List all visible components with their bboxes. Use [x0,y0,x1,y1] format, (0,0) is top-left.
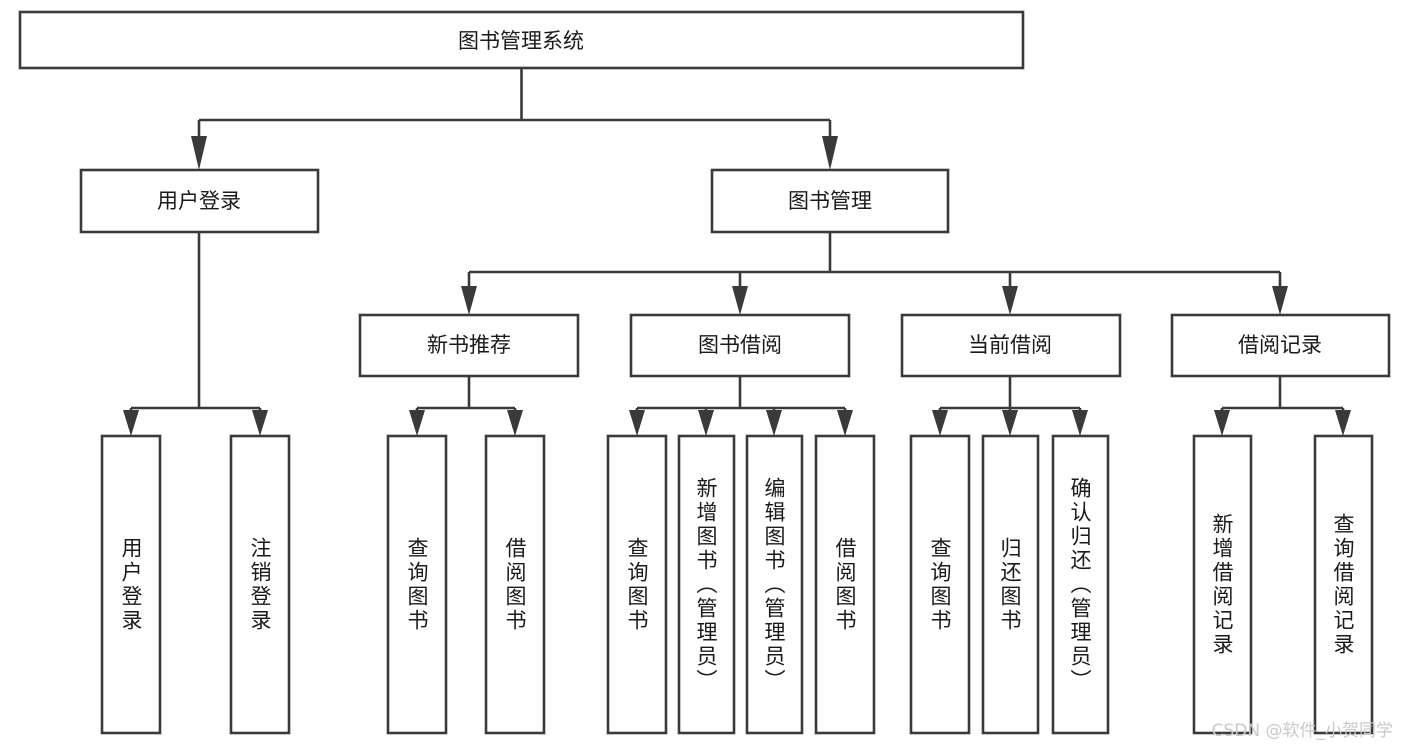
arrowhead-bb-leaf-3 [766,410,782,436]
node-book-manage-box[interactable] [710,168,950,234]
leaf-node[interactable]: 查询图书 [909,434,971,735]
leaf-user-login-label: 用户登录 [119,537,143,633]
arrowhead-user-login [191,136,207,170]
arrowhead-bb-leaf-2 [698,410,714,436]
arrowhead-nbr-leaf-1 [409,410,425,436]
arrowhead-bb-leaf-4 [837,410,853,436]
node-user-login-box[interactable] [79,168,320,234]
leaf-cb-query-book-box[interactable] [909,434,971,735]
node-current-borrow-box[interactable] [900,313,1122,378]
leaf-cb-confirm-return-label: 确认归还（管理员） [1068,477,1092,693]
arrowhead-br-leaf-2 [1335,410,1351,436]
node-new-book-recommend-box[interactable] [358,313,580,378]
node-root-label: 图书管理系统 [458,29,584,53]
arrowhead-cb-leaf-2 [1002,410,1018,436]
arrowhead-br-leaf-1 [1214,410,1230,436]
leaf-bb-edit-book-label: 编辑图书（管理员） [762,477,786,693]
leaf-node[interactable]: 借阅图书 [814,434,876,735]
arrowhead-leaf-logout [252,410,268,436]
leaf-bb-query-book-box[interactable] [606,434,668,735]
leaf-nbr-query-book-box[interactable] [386,434,448,735]
leaf-bb-borrow-book-label: 借阅图书 [833,537,857,633]
leaf-br-add-record-box[interactable] [1192,434,1253,735]
leaf-node[interactable]: 确认归还（管理员） [1051,434,1110,735]
leaf-br-query-record-label: 查询借阅记录 [1331,513,1355,657]
leaf-logout-label: 注销登录 [248,537,272,633]
leaf-node[interactable]: 借阅图书 [484,434,546,735]
leaf-node[interactable]: 注销登录 [229,434,291,735]
leaf-node[interactable]: 用户登录 [100,434,162,735]
arrowhead-cb-leaf-1 [932,410,948,436]
leaf-node[interactable]: 新增图书（管理员） [677,434,736,735]
node-book-manage-label: 图书管理 [788,189,872,213]
leaf-bb-add-book-box[interactable] [677,434,736,735]
node-borrow-record-box[interactable] [1170,313,1391,378]
leaf-user-login-box[interactable] [100,434,162,735]
leaf-node[interactable]: 查询借阅记录 [1313,434,1374,735]
leaf-nbr-borrow-book-label: 借阅图书 [503,537,527,633]
node-borrow-record-label: 借阅记录 [1238,333,1322,357]
leaf-node[interactable]: 查询图书 [386,434,448,735]
node-book-borrow-box[interactable] [629,313,851,378]
node-user-login-label: 用户登录 [157,189,241,213]
node-current-borrow-label: 当前借阅 [968,333,1052,357]
leaf-node[interactable]: 新增借阅记录 [1192,434,1253,735]
leaf-bb-add-book-label: 新增图书（管理员） [694,477,718,693]
node-book-borrow[interactable]: 图书借阅 [629,313,851,378]
leaf-cb-confirm-return-box[interactable] [1051,434,1110,735]
leaf-bb-query-book-label: 查询图书 [625,537,649,633]
leaf-node[interactable]: 查询图书 [606,434,668,735]
node-root-box[interactable] [18,10,1025,70]
connector-layer [123,68,1351,436]
leaf-logout-box[interactable] [229,434,291,735]
leaf-nbr-borrow-book-box[interactable] [484,434,546,735]
arrowhead-borrow-record [1272,286,1288,315]
arrowhead-book-borrow [732,286,748,315]
arrowhead-nbr-leaf-2 [507,410,523,436]
leaf-br-add-record-label: 新增借阅记录 [1210,513,1234,657]
arrowhead-cb-leaf-3 [1072,410,1088,436]
leaf-node[interactable]: 归还图书 [981,434,1040,735]
leaf-cb-query-book-label: 查询图书 [928,537,952,633]
leaf-br-query-record-box[interactable] [1313,434,1374,735]
leaf-cb-return-book-label: 归还图书 [998,537,1022,633]
node-borrow-record[interactable]: 借阅记录 [1170,313,1391,378]
arrowhead-current-borrow [1002,286,1018,315]
arrowhead-leaf-user-login [123,410,139,436]
node-book-manage[interactable]: 图书管理 [710,168,950,234]
leaf-bb-borrow-book-box[interactable] [814,434,876,735]
arrowhead-book-manage [822,136,838,170]
arrowhead-new-book-recommend [461,286,477,315]
leaf-node[interactable]: 编辑图书（管理员） [745,434,804,735]
node-user-login[interactable]: 用户登录 [79,168,320,234]
node-new-book-recommend-label: 新书推荐 [427,333,511,357]
arrowhead-bb-leaf-1 [629,410,645,436]
node-root[interactable]: 图书管理系统 [18,10,1025,70]
node-current-borrow[interactable]: 当前借阅 [900,313,1122,378]
leaf-bb-edit-book-box[interactable] [745,434,804,735]
node-new-book-recommend[interactable]: 新书推荐 [358,313,580,378]
leaf-nbr-query-book-label: 查询图书 [405,537,429,633]
node-book-borrow-label: 图书借阅 [698,333,782,357]
leaf-cb-return-book-box[interactable] [981,434,1040,735]
